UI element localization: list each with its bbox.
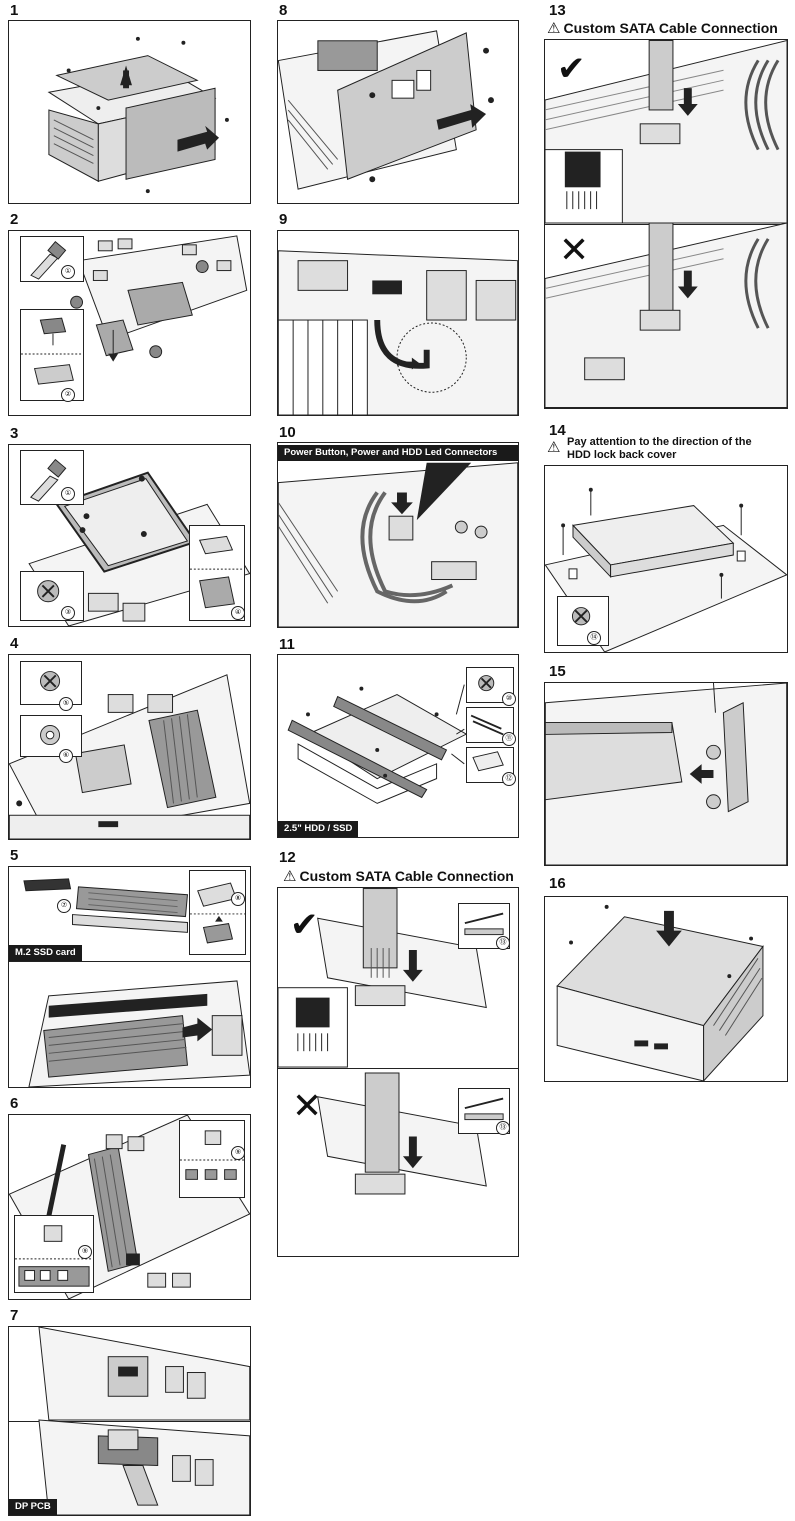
step-13-number: 13 [549, 2, 566, 19]
step-5-inset-8 [189, 870, 246, 955]
m2-ssd-label: M.2 SSD card [9, 945, 82, 961]
step-8-number: 8 [279, 2, 288, 19]
step-6-number: 6 [10, 1095, 19, 1112]
marker-3: ③ [61, 606, 75, 620]
marker-9b: ⑨ [78, 1245, 92, 1259]
step-14-heading-line1: Pay attention to the direction of the [567, 436, 752, 448]
step-12-illustration: ✔ ✕ ⑬ ⑬ [277, 887, 519, 1257]
marker-5: ⑤ [59, 697, 73, 711]
marker-6: ⑥ [59, 749, 73, 763]
marker-9a: ⑨ [231, 1146, 245, 1160]
step-14-heading-line2: HDD lock back cover [567, 449, 677, 461]
step-10-illustration: Power Button, Power and HDD Led Connecto… [277, 442, 519, 628]
step-13-heading: ⚠ Custom SATA Cable Connection [547, 19, 778, 37]
step-11-number: 11 [279, 636, 295, 653]
step-4-inset-6 [20, 715, 82, 757]
step-12-number: 12 [279, 849, 296, 866]
step-16-number: 16 [549, 875, 566, 892]
step-11-illustration: ⑩ ⑪ ⑫ 2.5" HDD / SSD [277, 654, 519, 838]
warning-icon-3: ⚠ [547, 439, 561, 456]
marker-11: ⑪ [502, 732, 516, 746]
hdd-ssd-label: 2.5" HDD / SSD [278, 821, 359, 837]
step-7-illustration: DP PCB [8, 1326, 251, 1516]
step-2-number: 2 [10, 211, 19, 228]
step-14-number: 14 [549, 422, 566, 439]
step-7-divider [9, 1421, 250, 1422]
marker-7: ⑦ [57, 899, 71, 913]
step-15-number: 15 [549, 663, 566, 680]
marker-10: ⑩ [502, 692, 516, 706]
warning-icon: ⚠ [283, 868, 297, 885]
step-14-inset-14 [557, 596, 609, 646]
marker-4: ④ [231, 606, 245, 620]
step-2-inset-2 [20, 309, 84, 401]
cross-icon: ✕ [292, 1085, 323, 1126]
step-13-heading-text: Custom SATA Cable Connection [563, 20, 778, 36]
step-4-number: 4 [10, 635, 19, 652]
check-icon-2: ✔ [557, 50, 586, 88]
marker-13b: ⑬ [496, 1121, 510, 1135]
step-12-heading: ⚠ Custom SATA Cable Connection [283, 867, 514, 885]
step-1-illustration [8, 20, 251, 204]
step-2-inset-1 [20, 236, 84, 282]
step-1-number: 1 [10, 2, 19, 19]
step-14-illustration: ⑭ [544, 465, 788, 653]
step-13-illustration: ✔ ✕ [544, 39, 788, 409]
step-15-illustration [544, 682, 788, 866]
step-3-inset-3 [20, 571, 84, 621]
check-icon: ✔ [290, 906, 319, 944]
step-12-heading-text: Custom SATA Cable Connection [299, 868, 514, 884]
step-3-inset-4 [189, 525, 245, 621]
step-4-illustration: ⑤ ⑥ [8, 654, 251, 840]
marker-14: ⑭ [587, 631, 601, 645]
dp-pcb-label: DP PCB [9, 1499, 57, 1515]
step-2-illustration: ① ② [8, 230, 251, 416]
step-7-number: 7 [10, 1307, 19, 1324]
marker-1: ① [61, 265, 75, 279]
cross-icon-2: ✕ [559, 229, 590, 270]
step-5-illustration: ⑦ ⑧ M.2 SSD card [8, 866, 251, 1088]
step-6-illustration: ⑨ ⑨ [8, 1114, 251, 1300]
step-16-illustration [544, 896, 788, 1082]
warning-icon-2: ⚠ [547, 20, 561, 37]
marker-1b: ① [61, 487, 75, 501]
step-5-number: 5 [10, 847, 19, 864]
step-12-divider [278, 1068, 518, 1069]
step-9-illustration [277, 230, 519, 416]
step-5-divider [9, 961, 250, 962]
marker-2: ② [61, 388, 75, 402]
step-4-inset-5 [20, 661, 82, 705]
step-11-inset-10 [466, 667, 514, 703]
connectors-label: Power Button, Power and HDD Led Connecto… [278, 445, 518, 461]
marker-12: ⑫ [502, 772, 516, 786]
step-3-illustration: ① ③ ④ [8, 444, 251, 627]
marker-8: ⑧ [231, 892, 245, 906]
step-9-number: 9 [279, 211, 288, 228]
step-10-number: 10 [279, 424, 296, 441]
step-8-illustration [277, 20, 519, 204]
step-3-number: 3 [10, 425, 19, 442]
marker-13a: ⑬ [496, 936, 510, 950]
